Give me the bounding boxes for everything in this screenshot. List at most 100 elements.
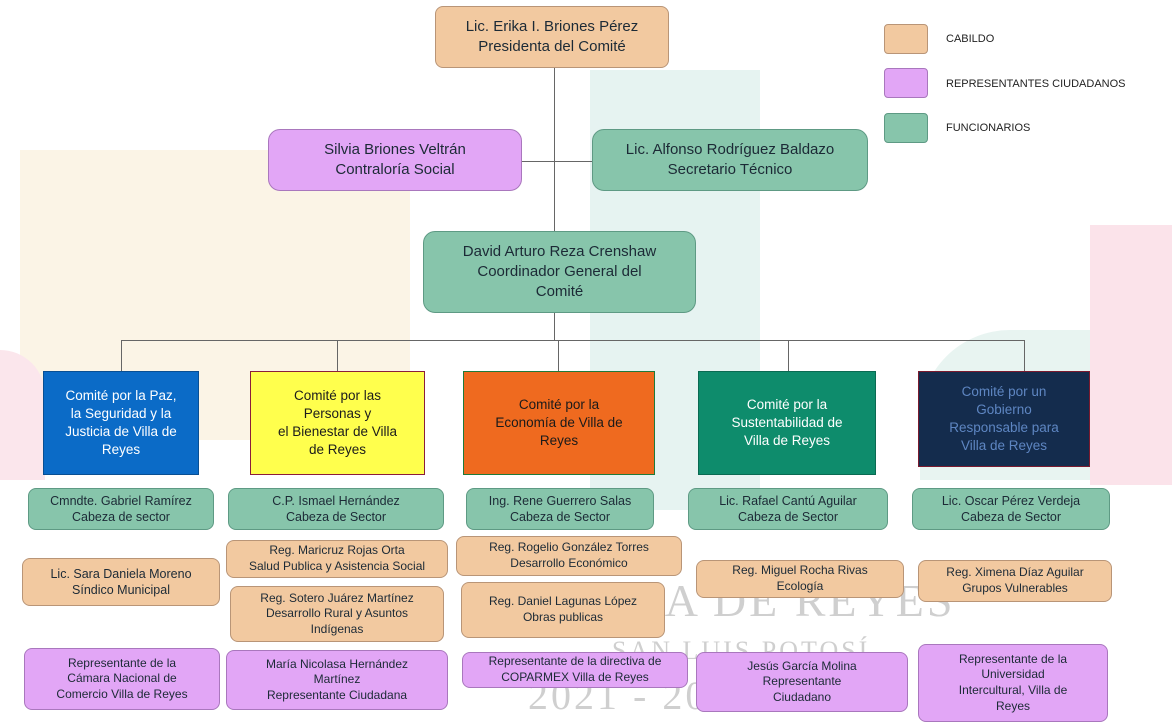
committee-title-line: Economía de Villa de: [495, 414, 623, 430]
head-node-4: Lic. Rafael Cantú Aguilar Cabeza de Sect…: [688, 488, 888, 530]
rep-line: María Nicolasa Hernández: [265, 656, 409, 671]
cabildo-role: Salud Publica y Asistencia Social: [248, 559, 426, 573]
committee-title-line: Comité por la Paz,: [65, 387, 177, 403]
head-name: Lic. Oscar Pérez Verdeja: [941, 493, 1081, 508]
cabildo-name: Reg. Maricruz Rojas Orta: [269, 543, 405, 558]
secretario-role: Secretario Técnico: [667, 161, 793, 178]
cabildo-role: Desarrollo Rural y Asuntos: [265, 606, 409, 621]
rep-line: COPARMEX Villa de Reyes: [501, 670, 649, 684]
committee-title-line: Comité por las: [293, 387, 382, 403]
legend-swatch-funcionarios: [884, 113, 928, 143]
node-coordinador: David Arturo Reza Crenshaw Coordinador G…: [423, 231, 696, 313]
committee-economia: Comité por la Economía de Villa de Reyes: [463, 371, 655, 475]
connector-branch-2: [337, 340, 338, 371]
rep-node-1: Representante de la Cámara Nacional de C…: [24, 648, 220, 710]
committee-title-line: Villa de Reyes: [960, 438, 1048, 454]
head-name: C.P. Ismael Hernández: [272, 493, 400, 508]
cabildo-node-3a: Reg. Rogelio González Torres Desarrollo …: [456, 536, 682, 576]
contraloria-role: Contraloría Social: [335, 161, 455, 178]
rep-node-3: Representante de la directiva de COPARME…: [462, 652, 688, 688]
head-role: Cabeza de Sector: [737, 510, 839, 524]
rep-line: Jesús García Molina: [747, 658, 857, 673]
coordinador-role-1: Coordinador General del: [477, 262, 642, 280]
cabildo-role: Grupos Vulnerables: [962, 581, 1068, 595]
committee-title-line: Comité por un: [961, 383, 1047, 399]
cabildo-role: Indígenas: [310, 621, 364, 636]
head-role: Cabeza de sector: [72, 510, 170, 524]
cabildo-name: Reg. Miguel Rocha Rivas: [732, 563, 868, 578]
head-node-5: Lic. Oscar Pérez Verdeja Cabeza de Secto…: [912, 488, 1110, 530]
connector-coord-down: [554, 313, 555, 340]
contraloria-name: Silvia Briones Veltrán: [324, 140, 466, 158]
connector-top-vertical: [554, 66, 555, 231]
rep-line: Martínez: [313, 672, 361, 687]
committee-title-line: de Reyes: [308, 442, 367, 458]
cabildo-name: Reg. Daniel Lagunas López: [488, 594, 638, 609]
rep-line: Representante Ciudadana: [266, 687, 408, 702]
presidenta-name: Lic. Erika I. Briones Pérez: [465, 17, 639, 35]
cabildo-name: Reg. Sotero Juárez Martínez: [260, 590, 414, 605]
watermark-shape-pink-left: [0, 350, 45, 480]
committee-title-line: el Bienestar de Villa: [277, 424, 398, 439]
legend-label-representantes: REPRESENTANTES CIUDADANOS: [946, 78, 1126, 90]
coordinador-name: David Arturo Reza Crenshaw: [462, 242, 657, 260]
rep-line: Representante: [762, 674, 842, 689]
connector-branch-horizontal: [121, 340, 1024, 341]
rep-line: Comercio Villa de Reyes: [56, 686, 188, 701]
head-role: Cabeza de Sector: [285, 510, 387, 524]
committee-title-line: Personas y: [303, 405, 372, 421]
head-name: Ing. Rene Guerrero Salas: [488, 493, 632, 508]
committee-title-line: la Seguridad y la: [70, 405, 172, 421]
node-secretario: Lic. Alfonso Rodríguez Baldazo Secretari…: [592, 129, 868, 191]
committee-gobierno-responsable: Comité por un Gobierno Responsable para …: [918, 371, 1090, 467]
legend-label-cabildo: CABILDO: [946, 33, 995, 45]
legend-label-funcionarios: FUNCIONARIOS: [946, 122, 1031, 134]
rep-line: Representante de la: [958, 651, 1068, 666]
cabildo-role: Desarrollo Económico: [510, 556, 628, 570]
connector-branch-3: [558, 340, 559, 371]
rep-node-2: María Nicolasa Hernández Martínez Repres…: [226, 650, 448, 710]
connector-branch-1: [121, 340, 122, 371]
connector-side-horizontal: [522, 161, 592, 162]
cabildo-role: Síndico Municipal: [72, 583, 170, 597]
committee-title-line: Comité por la: [746, 396, 828, 412]
committee-sustentabilidad: Comité por la Sustentabilidad de Villa d…: [698, 371, 876, 475]
connector-branch-5: [1024, 340, 1025, 371]
head-name: Cmndte. Gabriel Ramírez: [50, 493, 192, 508]
committee-title-line: Sustentabilidad de: [731, 414, 843, 430]
cabildo-node-1: Lic. Sara Daniela Moreno Síndico Municip…: [22, 558, 220, 606]
cabildo-node-2a: Reg. Maricruz Rojas Orta Salud Publica y…: [226, 540, 448, 578]
rep-line: Universidad: [981, 667, 1045, 682]
cabildo-role: Obras publicas: [522, 610, 604, 624]
node-contraloria: Silvia Briones Veltrán Contraloría Socia…: [268, 129, 522, 191]
cabildo-name: Lic. Sara Daniela Moreno: [50, 566, 192, 581]
head-role: Cabeza de Sector: [509, 510, 611, 524]
legend-swatch-cabildo: [884, 24, 928, 54]
head-node-3: Ing. Rene Guerrero Salas Cabeza de Secto…: [466, 488, 654, 530]
rep-node-4: Jesús García Molina Representante Ciudad…: [696, 652, 908, 712]
committee-personas-bienestar: Comité por las Personas y el Bienestar d…: [250, 371, 425, 475]
committee-title-line: Reyes: [539, 433, 579, 449]
rep-line: Cámara Nacional de: [67, 671, 177, 686]
watermark-shape-pink-right: [1090, 225, 1172, 485]
committee-title-line: Villa de Reyes: [743, 433, 831, 449]
committee-paz-seguridad: Comité por la Paz, la Seguridad y la Jus…: [43, 371, 199, 475]
head-name: Lic. Rafael Cantú Aguilar: [719, 493, 857, 508]
committee-title-line: Gobierno: [976, 401, 1032, 417]
committee-title-line: Justicia de Villa de: [65, 424, 177, 439]
presidenta-role: Presidenta del Comité: [478, 38, 626, 55]
node-presidenta: Lic. Erika I. Briones Pérez Presidenta d…: [435, 6, 669, 68]
legend-swatch-representantes: [884, 68, 928, 98]
cabildo-name: Reg. Ximena Díaz Aguilar: [946, 565, 1084, 580]
rep-line: Representante de la: [67, 655, 177, 670]
committee-title-line: Comité por la: [518, 396, 600, 412]
cabildo-node-4: Reg. Miguel Rocha Rivas Ecología: [696, 560, 904, 598]
cabildo-role: Ecología: [776, 579, 824, 593]
rep-line: Ciudadano: [772, 689, 832, 704]
committee-title-line: Responsable para: [949, 420, 1059, 435]
coordinador-role-2: Comité: [535, 283, 584, 301]
rep-line: Representante de la directiva de: [488, 654, 662, 669]
secretario-name: Lic. Alfonso Rodríguez Baldazo: [625, 140, 835, 158]
rep-line: Intercultural, Villa de: [958, 683, 1068, 697]
head-node-1: Cmndte. Gabriel Ramírez Cabeza de sector: [28, 488, 214, 530]
